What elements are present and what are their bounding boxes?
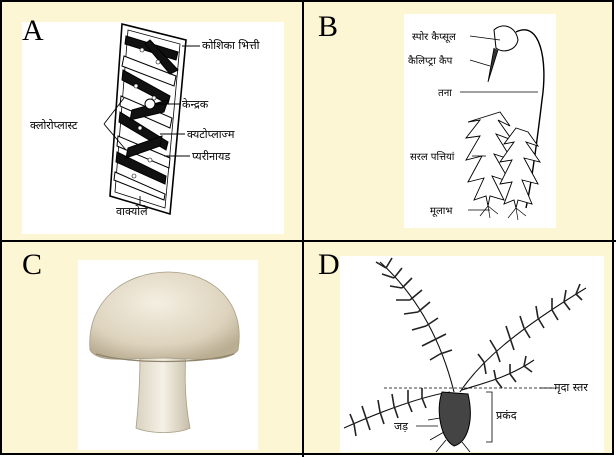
label-pyrenoid: प्यरीनायड [192, 149, 230, 164]
label-chloroplast: क्लोरोप्लास्ट [30, 118, 77, 133]
mushroom-image [0, 242, 302, 455]
label-cell-wall: कोशिका भित्ती [202, 38, 259, 53]
panel-a: A [0, 0, 302, 240]
label-cytoplasm: क्यटोप्लाज्म [187, 127, 234, 142]
fern-drawing [304, 242, 614, 455]
label-rhizoids: मूलाभ [430, 203, 452, 217]
label-rhizome: प्रकंद [496, 408, 517, 423]
panel-b: B स्पोर कैप्सूल कैलिप्ट्रा कैप तना सरल प… [304, 0, 614, 240]
label-roots: जड़ [394, 419, 408, 434]
panel-d: D मृदा स्तर प्रकंद जड़ [304, 242, 614, 455]
label-simple-leaves: सरल पत्तियां [410, 149, 454, 163]
label-nucleus: केन्द्रक [182, 97, 208, 112]
label-vacuole: वाक्योले [116, 204, 148, 219]
label-calyptra-cap: कैलिप्ट्रा कैप [408, 53, 452, 67]
label-stem: तना [438, 85, 452, 99]
label-soil-level: मृदा स्तर [554, 380, 588, 395]
moss-drawing [304, 0, 614, 240]
panel-c: C [0, 242, 302, 455]
label-spore-capsule: स्पोर कैप्सूल [412, 29, 456, 43]
